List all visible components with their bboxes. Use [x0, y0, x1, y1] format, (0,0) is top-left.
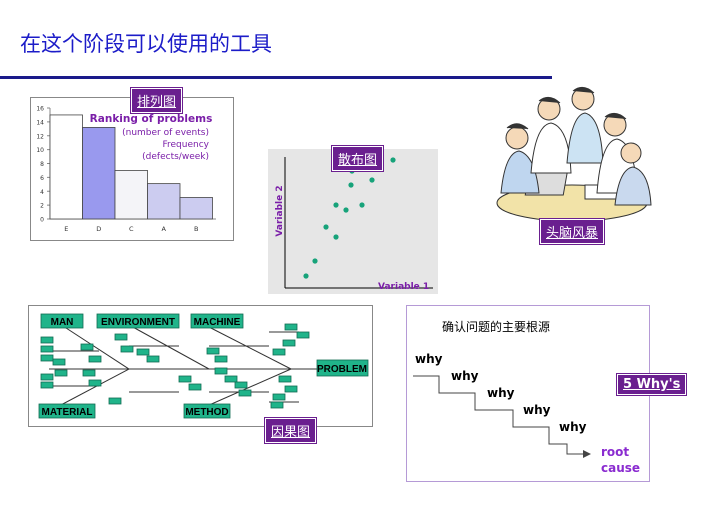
y-tick-label: 12 [36, 133, 44, 140]
root-cause-line-1: root [601, 445, 630, 459]
fishbone-method-box [183, 403, 231, 419]
fishbone-machine-box [190, 313, 244, 329]
root-cause-text: root cause [601, 444, 640, 476]
fishbone-diagram: MAN ENVIRONMENT MACHINE MATERIAL METHOD … [38, 313, 369, 419]
scatter-point [348, 182, 354, 188]
five-whys-label[interactable]: 5 Why's [615, 373, 688, 396]
fishbone-material-box [38, 403, 96, 419]
bar-C [114, 170, 148, 220]
fishbone-problem-label: PROBLEM [317, 364, 367, 375]
scatter-chart: Variable 1 Variable 2 [275, 157, 433, 292]
five-whys-panel: 确认问题的主要根源 why why why why why root cause [406, 305, 650, 482]
why-5: why [559, 420, 587, 434]
fishbone-material-label: MATERIAL [42, 407, 93, 418]
brainstorm-label[interactable]: 头脑风暴 [538, 218, 606, 245]
bar-D [82, 127, 116, 220]
root-cause-line-2: cause [601, 461, 641, 475]
scatter-point [359, 202, 365, 208]
why-3: why [487, 386, 515, 400]
scatter-point [333, 234, 339, 240]
scatter-y-label: Variable 2 [275, 185, 285, 236]
why-4: why [523, 403, 551, 417]
y-tick-label: 2 [40, 203, 44, 210]
chart-subtitle-2: Frequency [163, 140, 210, 150]
y-tick-label: 6 [40, 175, 44, 182]
fishbone-panel: MAN ENVIRONMENT MACHINE MATERIAL METHOD … [28, 305, 373, 427]
page-title: 在这个阶段可以使用的工具 [20, 32, 272, 56]
y-tick-label: 8 [40, 161, 44, 168]
fishbone-problem-box [316, 359, 369, 377]
fishbone-label[interactable]: 因果图 [263, 417, 318, 444]
brainstorm-illustration [487, 83, 657, 225]
chart-subtitle-3: (defects/week) [142, 152, 209, 162]
fishbone-machine-label: MACHINE [194, 317, 241, 328]
why-1: why [415, 352, 443, 366]
x-tick-label: E [64, 225, 68, 233]
x-tick-label: C [129, 225, 134, 233]
bar-B [179, 197, 213, 220]
x-tick-label: D [96, 225, 101, 233]
scatter-point [312, 258, 318, 264]
fishbone-man-box [40, 313, 84, 329]
bar-E [49, 114, 83, 220]
scatter-point [343, 207, 349, 213]
chart-heading: Ranking of problems [90, 113, 213, 125]
scatter-x-label: Variable 1 [378, 282, 429, 292]
y-tick-label: 16 [36, 106, 44, 113]
scatter-point [303, 273, 309, 279]
bar-A [147, 183, 181, 220]
scatter-panel: Variable 1 Variable 2 [268, 149, 438, 294]
scatter-point [323, 224, 329, 230]
scatter-label[interactable]: 散布图 [330, 145, 385, 172]
scatter-point [369, 177, 375, 183]
five-whys-staircase [413, 375, 591, 458]
x-tick-label: A [162, 225, 167, 233]
why-2: why [451, 369, 479, 383]
scatter-point [333, 202, 339, 208]
y-tick-label: 10 [36, 147, 44, 154]
y-tick-label: 0 [40, 217, 44, 224]
fishbone-environment-label: ENVIRONMENT [101, 317, 175, 328]
x-tick-label: B [194, 225, 198, 233]
y-tick-label: 14 [36, 119, 44, 126]
chart-subtitle-1: (number of events) [122, 128, 209, 138]
team-meeting-image [496, 87, 652, 222]
title-divider [0, 76, 552, 79]
fishbone-man-label: MAN [51, 317, 74, 328]
fishbone-method-label: METHOD [185, 407, 228, 418]
scatter-point [390, 157, 396, 163]
fishbone-environment-box [96, 313, 180, 329]
pareto-label[interactable]: 排列图 [129, 87, 184, 114]
five-whys-title: 确认问题的主要根源 [442, 320, 551, 334]
y-tick-label: 4 [40, 189, 44, 196]
